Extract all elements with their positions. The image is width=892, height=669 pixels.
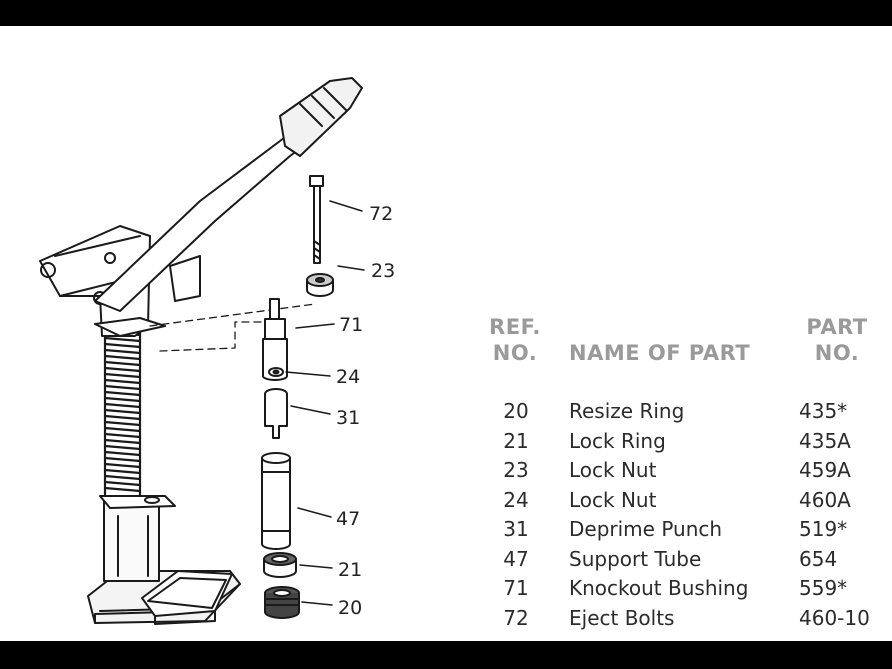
part-number: 519* — [799, 517, 848, 541]
part-number: 654 — [799, 547, 838, 571]
lock-nut-460a-part — [268, 367, 284, 377]
part-name: Lock Ring — [569, 429, 666, 453]
callout-72: 72 — [369, 203, 393, 225]
part-number: 460-10 — [799, 606, 870, 630]
part-number: 559* — [799, 576, 848, 600]
table-row: 23 Lock Nut 459A — [470, 458, 890, 488]
ref-number: 24 — [503, 488, 529, 512]
alignment-lines — [149, 303, 316, 352]
table-row: 21 Lock Ring 435A — [470, 429, 890, 459]
table-row: 47 Support Tube 654 — [470, 547, 890, 577]
part-name: Support Tube — [569, 547, 702, 571]
callout-47: 47 — [336, 508, 360, 530]
exploded-press-diagram: 72 23 71 24 31 47 21 20 — [39, 77, 395, 625]
callout-24: 24 — [336, 366, 360, 388]
part-name: Resize Ring — [569, 399, 685, 423]
part-name: Lock Nut — [569, 488, 657, 512]
part-no-header: PART NO. — [806, 315, 868, 365]
diagram-page: 72 23 71 24 31 47 21 20 REF. NO. NAME OF… — [0, 26, 892, 641]
table-row: 20 Resize Ring 435* — [470, 399, 890, 429]
callout-labels: 72 23 71 24 31 47 21 20 — [336, 203, 395, 619]
ref-number: 23 — [503, 458, 529, 482]
spring-coil — [103, 319, 142, 498]
part-number: 459A — [799, 458, 851, 482]
lock-ring-part — [263, 552, 297, 578]
part-number: 435* — [799, 399, 848, 423]
ref-no-header: REF. NO. — [489, 315, 541, 365]
table-row: 72 Eject Bolts 460-10 — [470, 606, 890, 636]
resize-ring-part — [264, 586, 300, 619]
callout-71: 71 — [339, 314, 363, 336]
table-row: 71 Knockout Bushing 559* — [470, 576, 890, 606]
callout-23: 23 — [371, 260, 395, 282]
part-name: Eject Bolts — [569, 606, 675, 630]
part-name: Lock Nut — [569, 458, 657, 482]
ref-number: 72 — [503, 606, 529, 630]
leader-lines — [285, 200, 365, 606]
part-number: 460A — [799, 488, 851, 512]
ref-number: 47 — [503, 547, 529, 571]
part-name: Deprime Punch — [569, 517, 723, 541]
ref-number: 20 — [503, 399, 529, 423]
ref-number: 21 — [503, 429, 529, 453]
callout-31: 31 — [336, 407, 360, 429]
part-name: Knockout Bushing — [569, 576, 749, 600]
primer-tray — [141, 570, 233, 625]
eject-bolt-part — [309, 175, 324, 264]
deprime-punch-part — [264, 388, 288, 439]
ref-number: 71 — [503, 576, 529, 600]
lock-nut-459a-part — [306, 273, 334, 297]
support-tube-part — [261, 452, 291, 550]
table-row: 31 Deprime Punch 519* — [470, 517, 890, 547]
name-of-part-header: NAME OF PART — [569, 341, 751, 365]
table-row: 24 Lock Nut 460A — [470, 488, 890, 518]
press-column — [99, 495, 176, 582]
callout-20: 20 — [338, 597, 362, 619]
part-number: 435A — [799, 429, 851, 453]
ref-number: 31 — [503, 517, 529, 541]
callout-21: 21 — [338, 559, 362, 581]
lever-handle — [94, 77, 363, 312]
